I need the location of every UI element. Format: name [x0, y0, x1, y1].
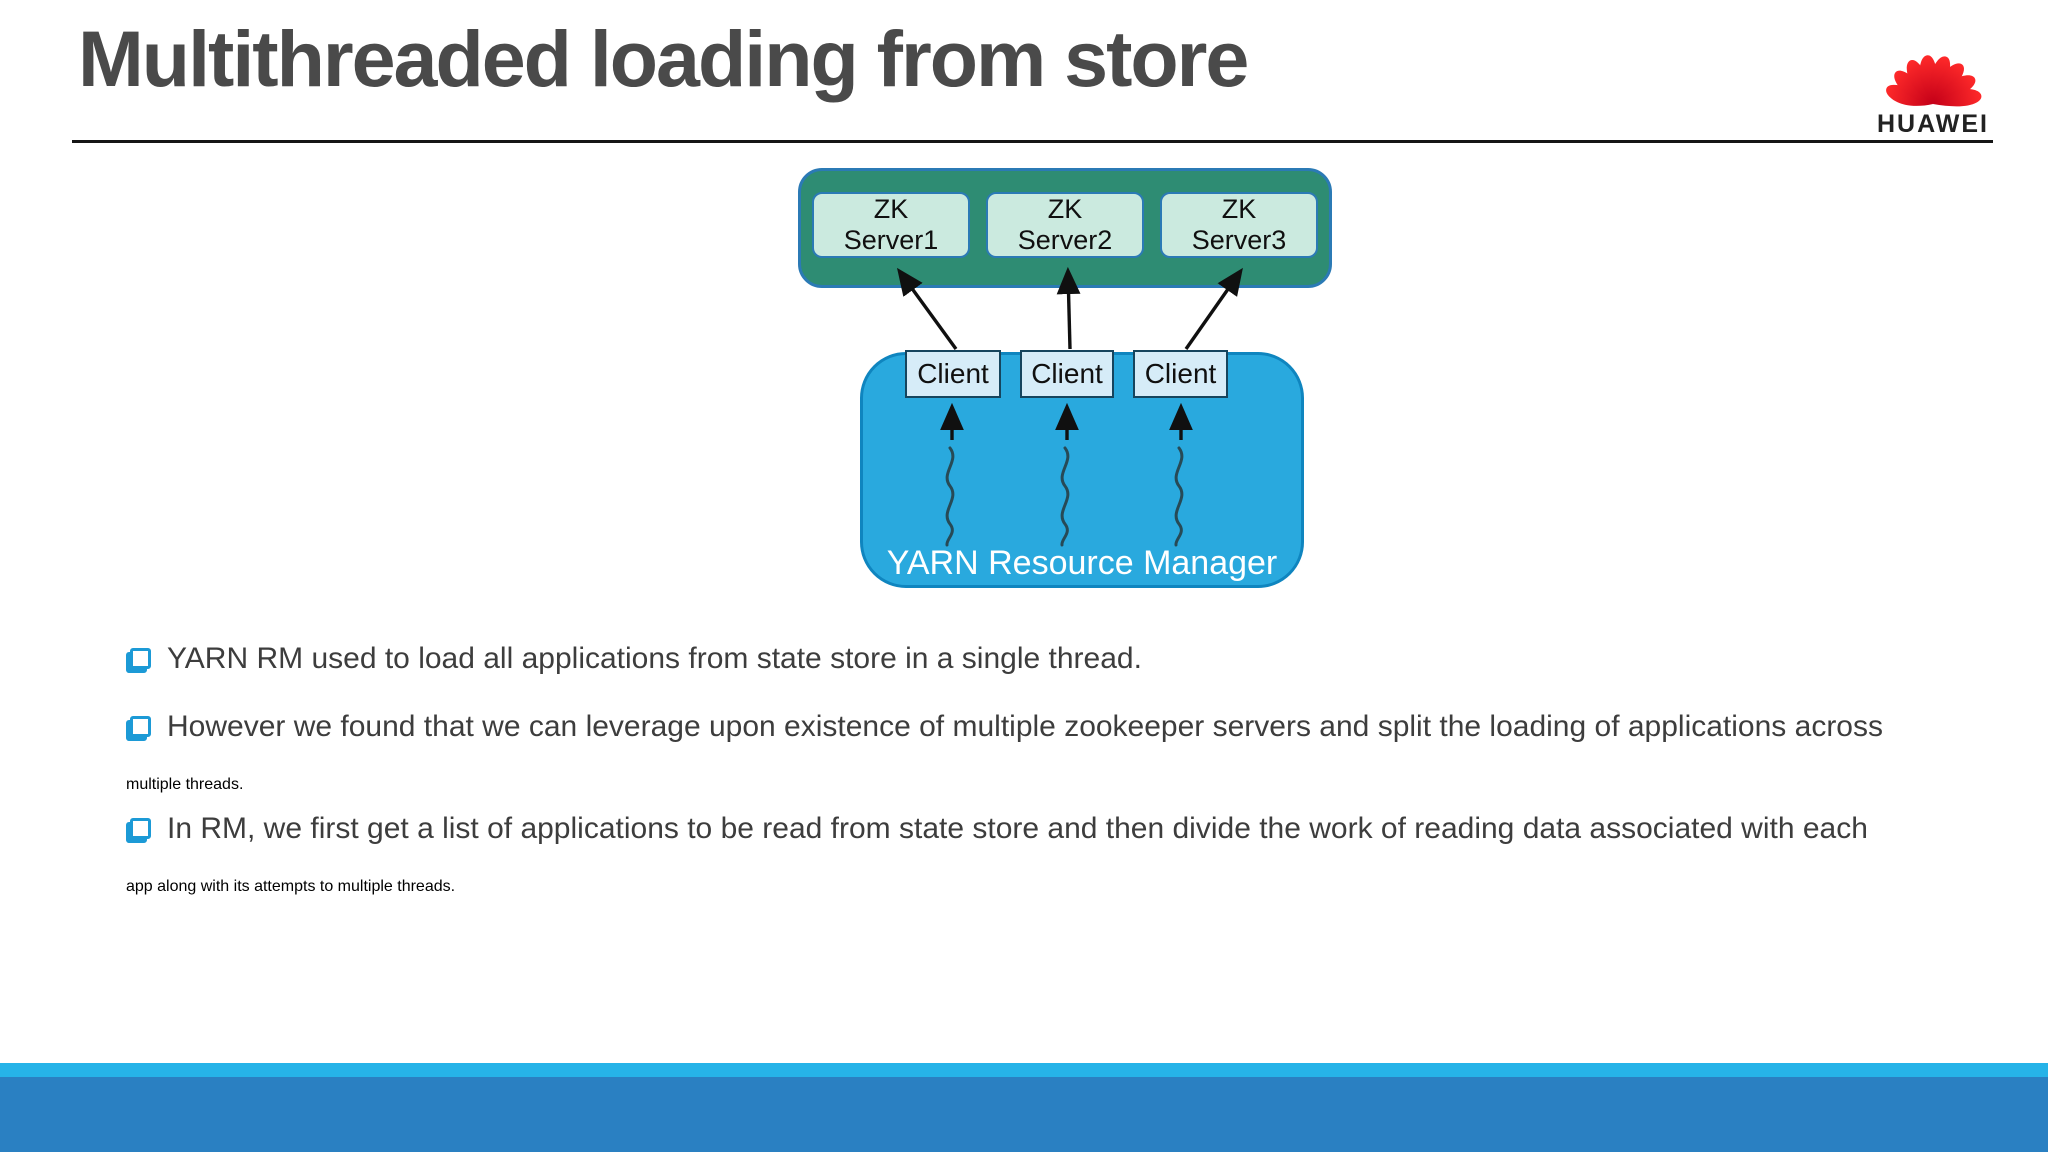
zk-server1-box: ZK Server1: [812, 192, 970, 258]
bullet-square-icon: [130, 648, 151, 669]
client3-box: Client: [1133, 350, 1228, 398]
bullet-3-line-1: In RM, we first get a list of applicatio…: [167, 812, 1868, 845]
title-divider: [72, 140, 1993, 143]
bullet-item-1: YARN RM used to load all applications fr…: [126, 640, 1996, 678]
bullet-item-2: However we found that we can leverage up…: [126, 708, 1996, 746]
zk-server3-line1: ZK: [1221, 194, 1257, 224]
huawei-logo: HUAWEI: [1868, 16, 1998, 139]
client2-box: Client: [1020, 350, 1114, 398]
page-title: Multithreaded loading from store: [78, 14, 1249, 103]
bullet-list: YARN RM used to load all applications fr…: [126, 640, 1996, 912]
yarn-resource-manager-label: YARN Resource Manager: [886, 544, 1278, 582]
zk-server2-line1: ZK: [1047, 194, 1083, 224]
huawei-logo-text: HUAWEI: [1877, 110, 1989, 138]
huawei-flower-icon: [1883, 54, 1983, 108]
bullet-square-icon: [130, 716, 151, 737]
footer-bar: [0, 1077, 2048, 1152]
bullet-3-line-2: app along with its attempts to multiple …: [126, 878, 456, 895]
client1-box: Client: [905, 350, 1001, 398]
zk-server2-line2: Server2: [1017, 225, 1113, 255]
bullet-square-icon: [130, 818, 151, 839]
bullet-2-line-2: multiple threads.: [126, 776, 244, 793]
bullet-item-3: In RM, we first get a list of applicatio…: [126, 810, 1996, 848]
zk-server2-box: ZK Server2: [986, 192, 1144, 258]
zk-server3-line2: Server3: [1191, 225, 1287, 255]
zk-server1-line1: ZK: [873, 194, 909, 224]
bullet-2-line-1: However we found that we can leverage up…: [167, 710, 1883, 743]
zk-server1-line2: Server1: [843, 225, 939, 255]
footer-accent-bar: [0, 1063, 2048, 1077]
zk-server3-box: ZK Server3: [1160, 192, 1318, 258]
bullet-1-line-1: YARN RM used to load all applications fr…: [167, 642, 1142, 675]
